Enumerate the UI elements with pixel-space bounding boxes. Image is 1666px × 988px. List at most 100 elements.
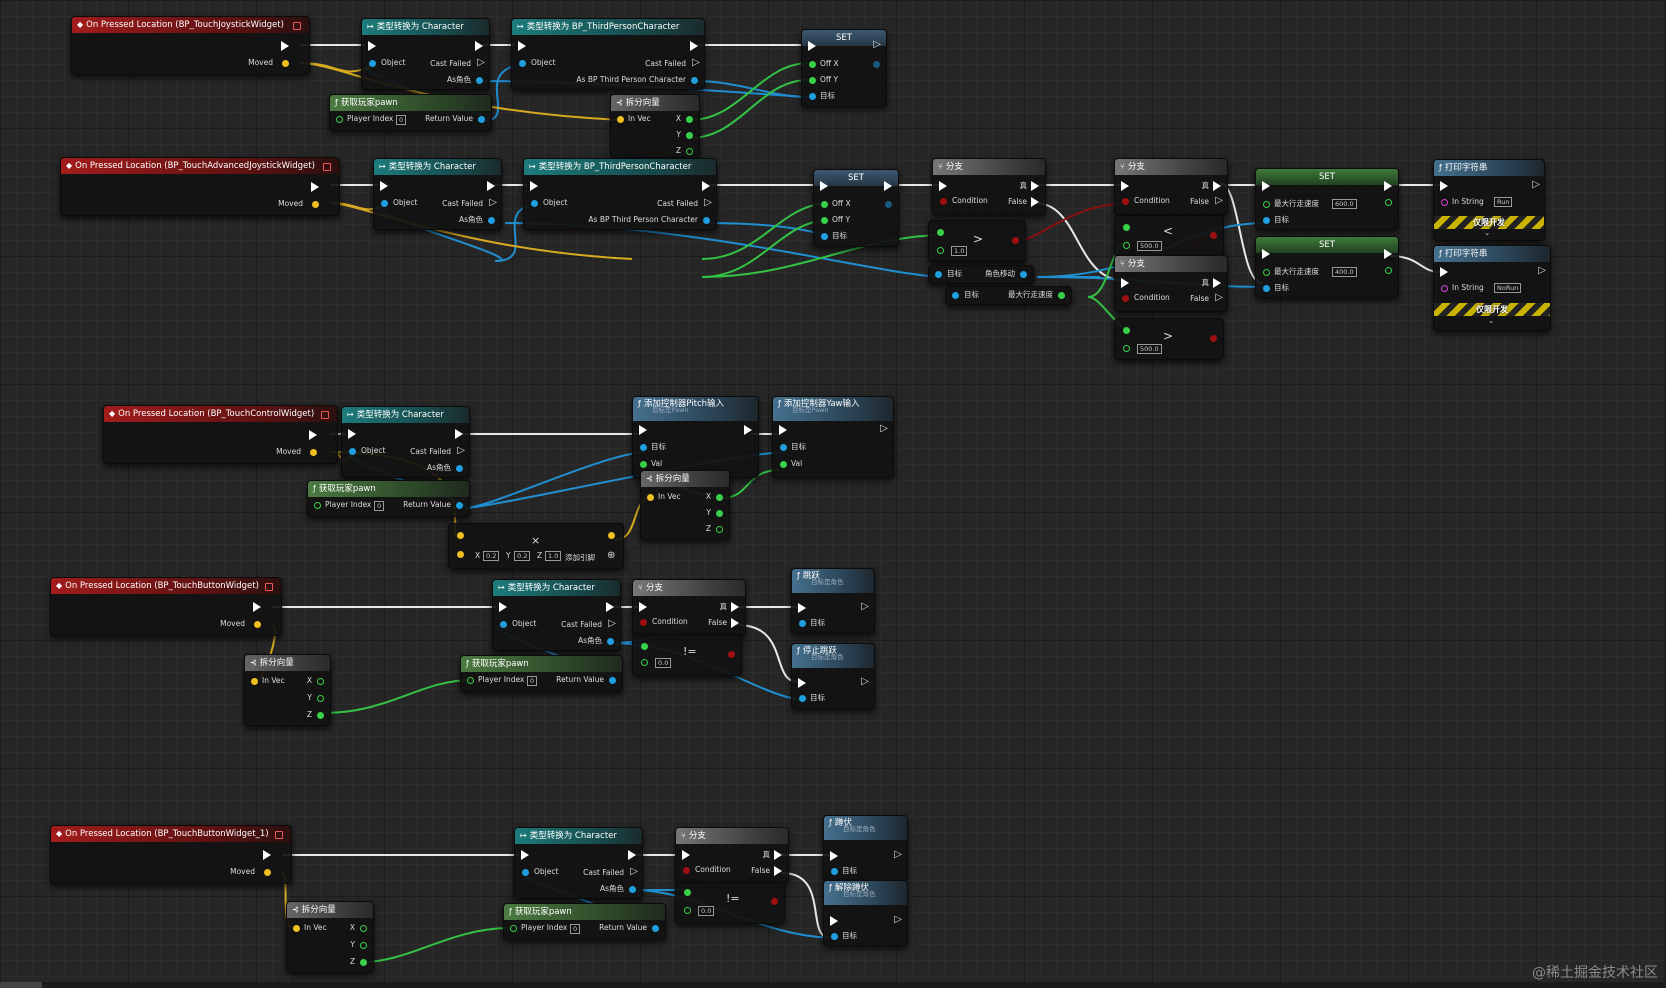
return-value-pin[interactable] bbox=[652, 925, 659, 932]
in-vec-pin[interactable] bbox=[293, 925, 300, 932]
exec-in-pin[interactable] bbox=[1121, 181, 1129, 191]
exec-out-pin[interactable]: ▷ bbox=[894, 914, 902, 925]
return-value-pin[interactable] bbox=[456, 502, 463, 509]
cast-character-node[interactable]: ↦类型转换为 Character Object Cast Failed ▷ As… bbox=[492, 579, 621, 651]
target-pin[interactable] bbox=[831, 868, 838, 875]
set-speed-node[interactable]: SET 最大行走速度 600.0 目标 bbox=[1255, 168, 1399, 230]
player-index-input[interactable]: 0 bbox=[527, 676, 538, 686]
off-x-pin[interactable] bbox=[821, 201, 828, 208]
result-pin[interactable] bbox=[608, 532, 615, 539]
y-pin[interactable] bbox=[360, 942, 367, 949]
exec-in-pin[interactable] bbox=[639, 425, 647, 435]
x-value-input[interactable]: 0.2 bbox=[483, 551, 500, 561]
y-pin[interactable] bbox=[317, 695, 324, 702]
scrollbar-thumb[interactable] bbox=[0, 982, 42, 988]
break-vector-node[interactable]: ⊰拆分向量 In Vec X Y Z bbox=[640, 470, 730, 540]
a-pin[interactable] bbox=[937, 229, 944, 236]
z-pin[interactable] bbox=[686, 148, 693, 155]
val-pin[interactable] bbox=[780, 461, 787, 468]
target-pin[interactable] bbox=[780, 444, 787, 451]
as-character-pin[interactable] bbox=[456, 465, 463, 472]
cast-failed-pin[interactable]: ▷ bbox=[489, 197, 497, 208]
exec-out-pin[interactable] bbox=[309, 430, 317, 440]
off-x-out-pin[interactable] bbox=[885, 201, 892, 208]
a-pin[interactable] bbox=[457, 532, 464, 539]
b-pin[interactable] bbox=[1123, 345, 1130, 352]
exec-in-pin[interactable] bbox=[518, 41, 526, 51]
b-pin[interactable] bbox=[641, 659, 648, 666]
true-exec-pin[interactable] bbox=[774, 850, 782, 860]
max-speed-out-pin[interactable] bbox=[1385, 199, 1392, 206]
object-pin[interactable] bbox=[519, 60, 526, 67]
delegate-pin[interactable] bbox=[293, 22, 301, 30]
player-index-input[interactable]: 0 bbox=[374, 501, 385, 511]
player-index-input[interactable]: 0 bbox=[396, 115, 407, 125]
cast-failed-pin[interactable]: ▷ bbox=[630, 866, 638, 877]
exec-in-pin[interactable] bbox=[779, 425, 787, 435]
false-exec-pin[interactable] bbox=[774, 866, 782, 876]
add-pin-icon[interactable]: ⊕ bbox=[607, 550, 616, 561]
delegate-pin[interactable] bbox=[321, 411, 329, 419]
break-vector-node[interactable]: ⊰拆分向量 In Vec X Y Z bbox=[610, 94, 700, 158]
exec-out-pin[interactable]: ▷ bbox=[861, 601, 869, 612]
exec-out-pin[interactable] bbox=[455, 429, 463, 439]
false-exec-pin[interactable]: ▷ bbox=[1215, 292, 1223, 303]
char-movement-pin[interactable] bbox=[1020, 271, 1027, 278]
max-speed-out-pin[interactable] bbox=[1385, 267, 1392, 274]
exec-out-pin[interactable] bbox=[263, 850, 271, 860]
x-pin[interactable] bbox=[317, 678, 324, 685]
b-pin[interactable] bbox=[684, 907, 691, 914]
exec-in-pin[interactable] bbox=[830, 851, 838, 861]
delegate-pin[interactable] bbox=[265, 583, 273, 591]
exec-out-pin[interactable] bbox=[702, 181, 710, 191]
target-pin[interactable] bbox=[799, 695, 806, 702]
cast-failed-pin[interactable]: ▷ bbox=[608, 618, 616, 629]
true-exec-pin[interactable] bbox=[1031, 181, 1039, 191]
max-speed-pin[interactable] bbox=[1058, 292, 1065, 299]
cast-failed-pin[interactable]: ▷ bbox=[477, 57, 485, 68]
b-value-input[interactable]: 0.0 bbox=[655, 658, 672, 668]
moved-pin[interactable] bbox=[282, 60, 289, 67]
moved-pin[interactable] bbox=[310, 449, 317, 456]
condition-pin[interactable] bbox=[940, 198, 947, 205]
target-pin[interactable] bbox=[640, 444, 647, 451]
compare-node[interactable]: 500.0 < bbox=[1114, 215, 1224, 257]
moved-pin[interactable] bbox=[264, 869, 271, 876]
exec-out-pin[interactable] bbox=[475, 41, 483, 51]
object-pin[interactable] bbox=[369, 60, 376, 67]
set-node[interactable]: SET Off X Off Y 目标 bbox=[813, 169, 899, 247]
break-vector-node[interactable]: ⊰拆分向量 In Vec X Y Z bbox=[244, 654, 331, 726]
exec-in-pin[interactable] bbox=[639, 602, 647, 612]
result-pin[interactable] bbox=[771, 898, 778, 905]
branch-node[interactable]: ⑂分支 真 Condition False bbox=[632, 579, 746, 636]
as-character-pin[interactable] bbox=[607, 638, 614, 645]
max-speed-input[interactable]: 600.0 bbox=[1332, 199, 1357, 209]
in-vec-pin[interactable] bbox=[251, 678, 258, 685]
as-third-pin[interactable] bbox=[703, 217, 710, 224]
val-pin[interactable] bbox=[640, 461, 647, 468]
cast-failed-pin[interactable]: ▷ bbox=[692, 57, 700, 68]
b-value-input[interactable]: 500.0 bbox=[1137, 241, 1162, 251]
exec-in-pin[interactable] bbox=[530, 181, 538, 191]
exec-out-pin[interactable] bbox=[281, 41, 289, 51]
exec-in-pin[interactable] bbox=[682, 850, 690, 860]
not-equal-node[interactable]: 0.0 != bbox=[632, 634, 742, 676]
as-character-pin[interactable] bbox=[488, 217, 495, 224]
horizontal-scrollbar[interactable] bbox=[0, 982, 1666, 988]
exec-out-pin[interactable] bbox=[1384, 181, 1392, 191]
condition-pin[interactable] bbox=[1122, 295, 1129, 302]
cast-third-node[interactable]: ↦类型转换为 BP_ThirdPersonCharacter Object Ca… bbox=[511, 18, 705, 90]
exec-in-pin[interactable] bbox=[808, 41, 816, 51]
target-pin[interactable] bbox=[821, 233, 828, 240]
b-value-input[interactable]: 1.0 bbox=[951, 246, 968, 256]
set-speed-node[interactable]: SET 最大行走速度 400.0 目标 bbox=[1255, 236, 1399, 298]
false-exec-pin[interactable] bbox=[731, 618, 739, 628]
player-index-pin[interactable] bbox=[314, 502, 321, 509]
exec-in-pin[interactable] bbox=[820, 181, 828, 191]
